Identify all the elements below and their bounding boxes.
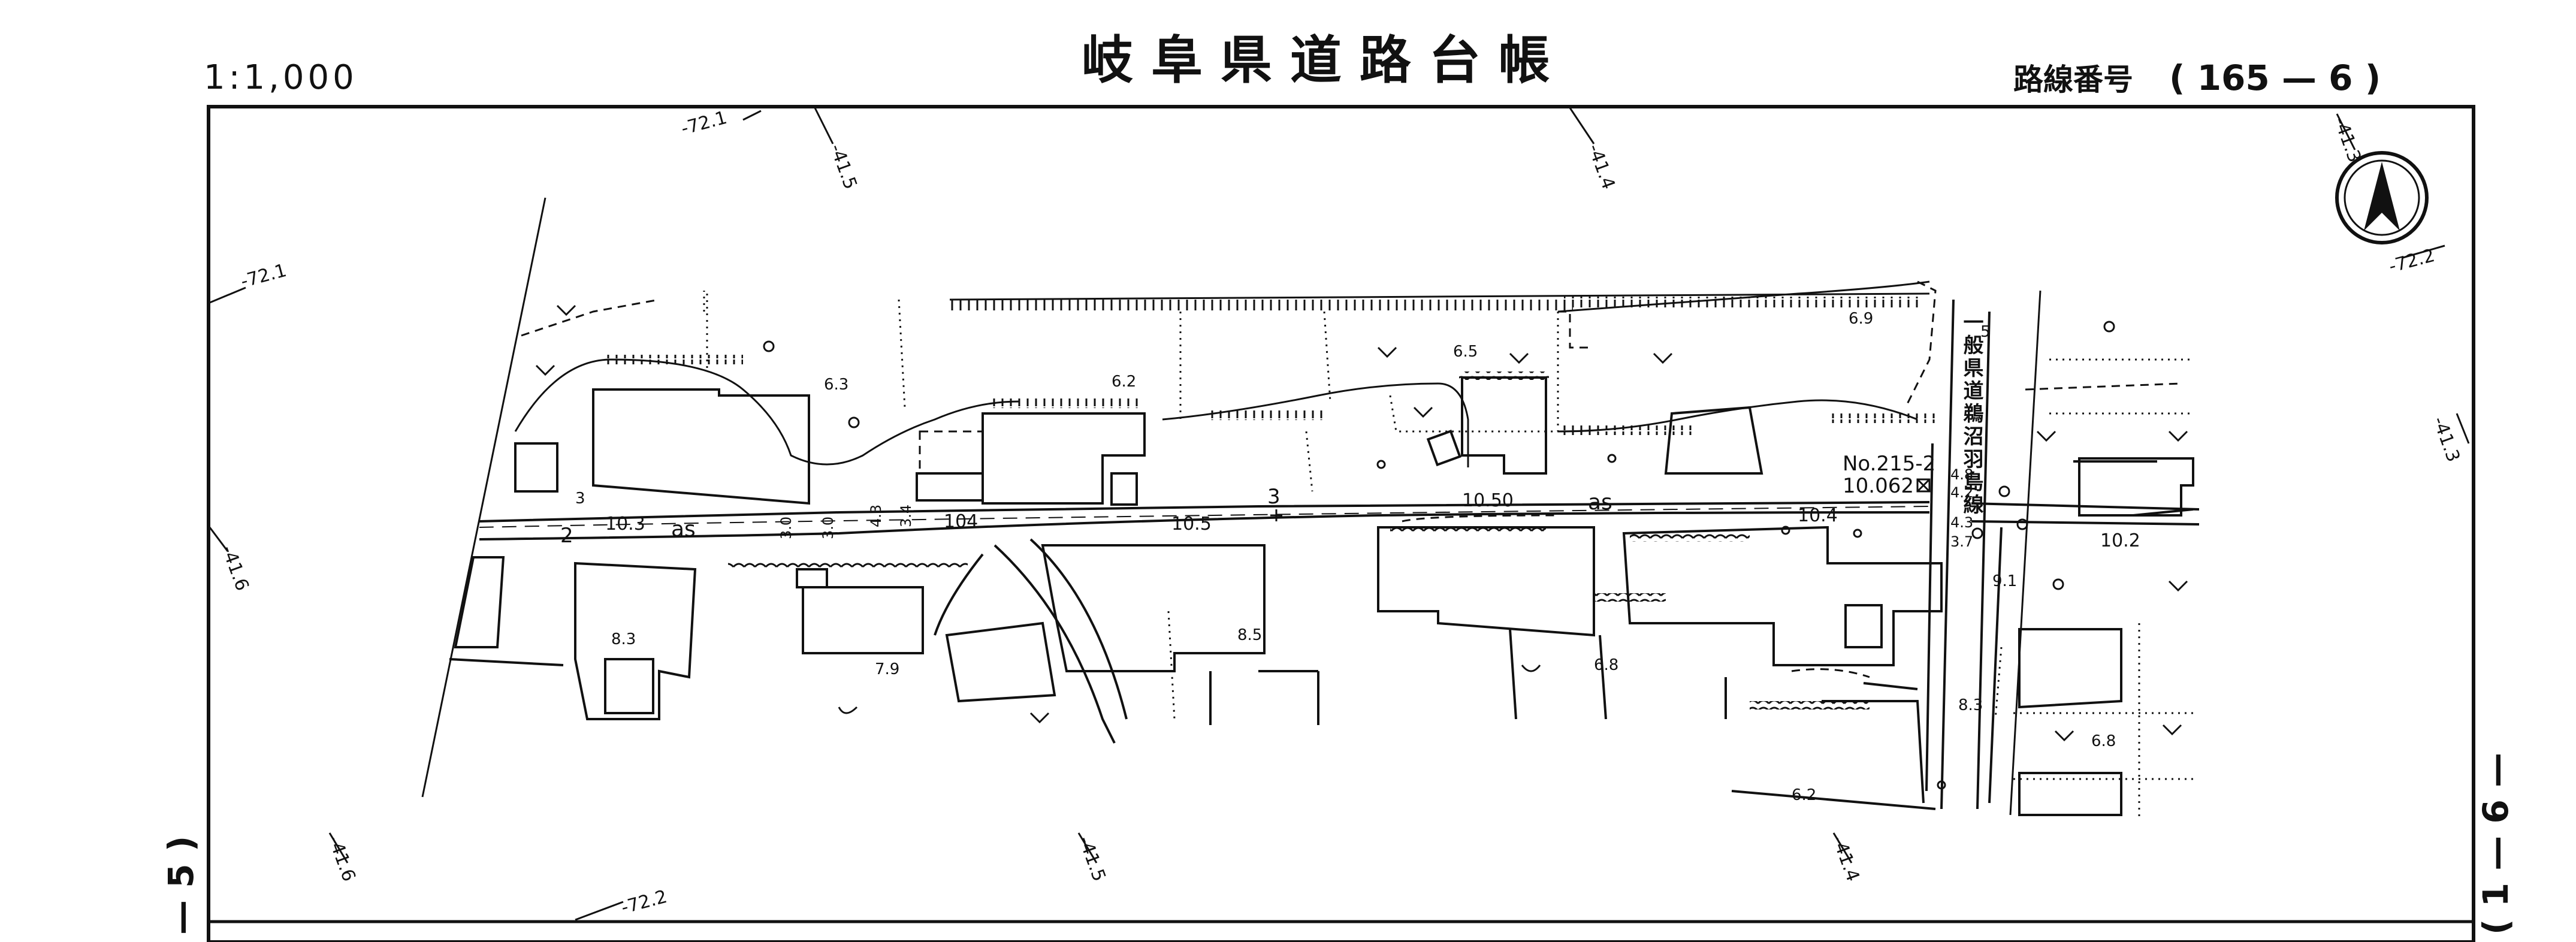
grid-label-10: -41.5 <box>1074 834 1109 884</box>
grid-label-2: -41.5 <box>825 141 860 192</box>
elevation-7: 8.5 <box>1237 626 1262 644</box>
road-marker-1: 3 <box>1267 485 1281 509</box>
side-dim-4: 3.4 <box>898 505 914 527</box>
grid-label-6: -72.1 <box>238 260 289 292</box>
survey-boundary-left <box>421 197 546 798</box>
grid-label-12: -72.2 <box>619 886 669 919</box>
side-dim-8: 3.7 <box>1950 533 1973 550</box>
elevation-1: 6.3 <box>824 376 848 394</box>
elevation-11: 6.8 <box>2091 732 2116 750</box>
side-dim-6: 4.2 <box>1950 484 1973 501</box>
grid-label-7: -41.6 <box>217 543 252 594</box>
station-marker: No.215-2 10.062 <box>1843 452 1935 498</box>
page-title: 岐 阜 県 道 路 台 帳 <box>1082 31 1550 90</box>
side-dim-3: 4.3 <box>868 505 884 527</box>
elevation-9: 9.1 <box>1992 572 2017 590</box>
grid-label-5: -72.2 <box>2387 245 2437 277</box>
grid-label-9: -41.6 <box>324 834 359 884</box>
route-number-value: ( 165 — 6 ) <box>2169 58 2381 98</box>
grid-label-3: -41.4 <box>1583 141 1618 192</box>
road-surface-a: as <box>671 517 696 542</box>
dashed-curves-south <box>1402 514 1870 678</box>
elevation-3: 6.5 <box>1453 343 1478 361</box>
embankment-ticks <box>605 297 1935 435</box>
grid-label-11: -41.4 <box>1828 834 1863 884</box>
grid-labels: -72.1 -41.5 -41.4 -41.3 -72.2 -72.1 -41.… <box>217 107 2463 919</box>
left-margin-label: — 5 ) <box>161 836 201 935</box>
main-road <box>479 501 2200 541</box>
road-width-2: 104 <box>944 511 978 532</box>
elevation-8: 6.8 <box>1594 656 1618 674</box>
vegetation-symbols <box>535 304 2188 742</box>
elevation-2: 6.2 <box>1112 373 1136 391</box>
dotted-lines <box>703 291 2193 821</box>
road-width-1: 10.3 <box>605 514 645 535</box>
right-margin-label: ( 1 — 6 — <box>2475 753 2516 935</box>
point-symbols <box>763 321 2115 790</box>
buildings-south <box>449 460 2194 816</box>
road-width-5: 10.4 <box>1798 505 1838 526</box>
elevation-6: 7.9 <box>875 660 899 678</box>
road-dimensions: 10.3 as 104 10.5 10.50 as 10.4 10.2 3.0 … <box>560 466 2140 551</box>
road-width-6: 10.2 <box>2100 530 2140 551</box>
grid-label-8: -41.3 <box>2428 414 2463 465</box>
elevation-12: 6.2 <box>1792 786 1816 804</box>
retaining-walls <box>728 372 1870 709</box>
road-width-4: 10.50 <box>1462 490 1514 511</box>
elevation-13: 5 <box>1980 323 1991 341</box>
station-value: 10.062 <box>1843 474 1914 498</box>
side-dim-5: 4.8 <box>1950 466 1973 483</box>
north-arrow-icon <box>2335 151 2429 244</box>
survey-boundary-right <box>2009 290 2042 816</box>
side-dim-2: 3.0 <box>820 517 836 539</box>
cross-road <box>1925 299 2003 810</box>
elevation-4: 6.9 <box>1849 310 1873 328</box>
road-name-vertical: 一般県道鵜沼羽島線 <box>1959 312 1983 517</box>
grid-ticks <box>209 107 2470 921</box>
road-surface-b: as <box>1588 490 1612 515</box>
map-frame <box>207 105 2475 942</box>
side-dim-1: 3.0 <box>778 517 795 539</box>
scale-label: 1:1,000 <box>204 58 358 97</box>
road-width-3: 10.5 <box>1171 514 1212 535</box>
grid-label-1: -72.1 <box>679 107 729 140</box>
road-marker-3: 3 <box>575 490 585 508</box>
road-marker-2: 2 <box>560 524 573 548</box>
elevation-points: 6.3 6.2 6.5 6.9 8.3 7.9 8.5 6.8 9.1 8.3 … <box>611 310 2116 804</box>
side-road-south <box>934 538 1128 744</box>
route-number-label: 路線番号 <box>2013 62 2133 97</box>
elevation-10: 8.3 <box>1958 696 1983 714</box>
side-dim-7: 4.3 <box>1950 514 1973 531</box>
station-number: No.215-2 <box>1843 452 1935 476</box>
buildings-north <box>514 376 2194 517</box>
elevation-5: 8.3 <box>611 630 636 648</box>
